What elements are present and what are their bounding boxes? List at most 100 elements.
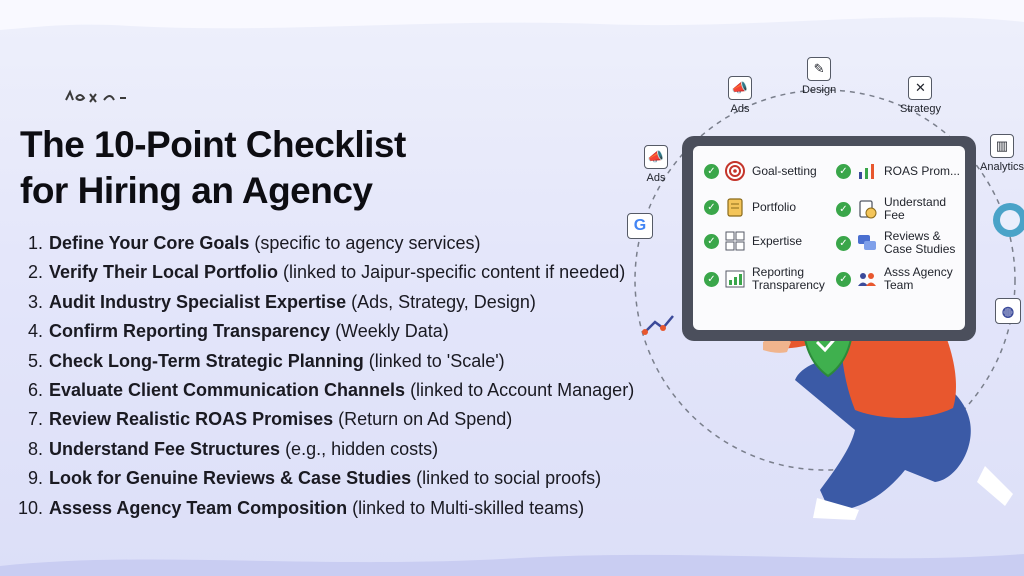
check-icon: ✓ [836,271,851,287]
tablet-item-label-line: Understand [884,195,947,209]
chart-icon [859,164,874,179]
item-note: (Return on Ad Spend) [333,409,513,430]
orbit-node-ads-top: 📣 Ads [728,76,752,115]
tablet-item-label-line: Team [884,278,914,292]
tablet-item-label: Portfolio [752,199,797,214]
google-icon: G [627,213,653,239]
tablet-item-fee: ✓ Understand Fee [836,196,946,222]
item-title: Verify Their Local Portfolio [49,262,279,283]
strategy-icon: ✕ [908,76,933,100]
item-number: 1. [27,233,43,253]
item-note: (specific to agency services) [249,233,481,253]
check-icon: ✓ [836,163,851,179]
orbit-label: Ads [646,172,666,184]
tablet-item-label: Asss Agency Team [884,266,953,292]
item-note: (linked to Account Manager) [405,379,635,400]
item-number: 10. [17,497,43,518]
item-note: (linked to Jaipur-specific content if ne… [278,262,626,283]
item-title: Audit Industry Specialist Expertise [49,291,347,312]
checklist-item: 4. Confirm Reporting Transparency (Weekly… [10,317,634,346]
item-note: (linked to Multi-skilled teams) [347,497,585,518]
checklist-item: 5. Check Long-Term Strategic Planning (li… [10,347,634,376]
checklist-item: 8. Understand Fee Structures (e.g., hidde… [10,435,634,464]
tablet-item-reporting: ✓ Reporting Transparency [704,266,825,292]
tablet-item-label: ROAS Prom... [884,163,961,178]
orbit-node-ads-left: 📣 Ads [644,145,668,184]
checklist-item: 10. Assess Agency Team Composition (linke… [10,494,634,523]
item-title: Review Realistic ROAS Promises [49,409,334,430]
item-number: 4. [27,321,43,342]
tablet-item-reviews: ✓ Reviews & Case Studies [836,230,955,256]
tablet-item-label-line: Reviews & [884,229,941,243]
fee-icon [859,200,877,219]
item-note: (linked to social proofs) [411,468,602,489]
orbit-node-analytics: ▥ Analytics [980,134,1024,173]
tablet-item-label-line: Fee [884,208,905,222]
tablet-item-goal-setting: ✓ Goal-setting [704,160,817,182]
bottom-wave-decoration [0,554,1024,576]
design-tools-icon: ✎ [807,57,832,81]
target-icon [725,161,745,181]
tablet-item-label: Goal-setting [752,163,817,178]
tablet-item-label: Reviews & Case Studies [884,230,955,256]
orbit-node-strategy: ✕ Strategy [900,76,941,115]
tablet-item-roas: ✓ ROAS Prom... [836,160,960,182]
globe-icon: ◍ [995,298,1021,324]
megaphone-icon: 📣 [728,76,752,100]
item-title: Understand Fee Structures [49,438,281,459]
people-icon [858,273,876,286]
orbit-node-design: ✎ Design [802,57,836,96]
tablet-item-team: ✓ Asss Agency Team [836,266,953,292]
analytics-icon: ▥ [990,134,1015,158]
checklist-item: 6. Evaluate Client Communication Channels… [10,376,634,405]
analytics-ring-icon [993,203,1024,237]
megaphone-icon: 📣 [644,145,668,169]
item-title: Evaluate Client Communication Channels [49,379,406,400]
check-icon: ✓ [836,235,851,251]
checklist: 1.Define Your Core Goals (specific to ag… [10,229,634,523]
item-number: 6. [27,379,43,400]
tablet-item-label: Understand Fee [884,196,946,222]
item-number: 5. [27,350,43,371]
design-tools-icon [725,231,745,251]
title-line-2: for Hiring an Agency [20,170,373,211]
chat-icon [858,235,876,250]
check-icon: ✓ [704,233,719,249]
tablet-item-label-line: Transparency [752,278,825,292]
item-number: 2. [27,262,43,283]
item-note: (Ads, Strategy, Design) [346,291,536,312]
checklist-item: 3.Audit Industry Specialist Expertise (A… [10,288,634,317]
tablet-item-label: Reporting Transparency [752,266,825,292]
item-title: Check Long-Term Strategic Planning [49,350,364,371]
item-title: Confirm Reporting Transparency [49,321,331,342]
item-note: (e.g., hidden costs) [280,438,439,459]
brand-logo [65,89,126,103]
item-number: 7. [27,409,43,430]
item-title: Assess Agency Team Composition [49,497,348,518]
orbit-label: Analytics [980,161,1024,173]
checklist-item: 9.Look for Genuine Reviews & Case Studie… [10,464,634,493]
title-line-1: The 10-Point Checklist [20,124,406,165]
tablet-item-label: Expertise [752,233,803,248]
checklist-item: 2. Verify Their Local Portfolio (linked t… [10,258,634,287]
check-icon: ✓ [704,199,719,215]
chart-icon [725,270,745,288]
check-icon: ✓ [836,201,851,217]
tablet-item-portfolio: ✓ Portfolio [704,196,796,218]
check-icon: ✓ [704,271,719,287]
checklist-item: 7. Review Realistic ROAS Promises (Return… [10,405,634,434]
checklist-item: 1.Define Your Core Goals (specific to ag… [10,229,634,258]
page-title: The 10-Point Checklist for Hiring an Age… [20,122,406,214]
document-icon [727,198,743,217]
trend-icon [642,315,674,335]
orbit-label: Strategy [900,103,941,115]
tablet-item-expertise: ✓ Expertise [704,230,802,252]
item-note: (linked to 'Scale') [363,350,505,371]
item-note: (Weekly Data) [330,321,449,342]
top-wave-decoration [0,0,1024,30]
check-icon: ✓ [704,163,719,179]
orbit-label: Design [802,84,837,96]
tablet-item-label-line: Case Studies [884,242,956,256]
tablet-item-label-line: Reporting [752,265,805,279]
item-number: 8. [27,438,43,459]
